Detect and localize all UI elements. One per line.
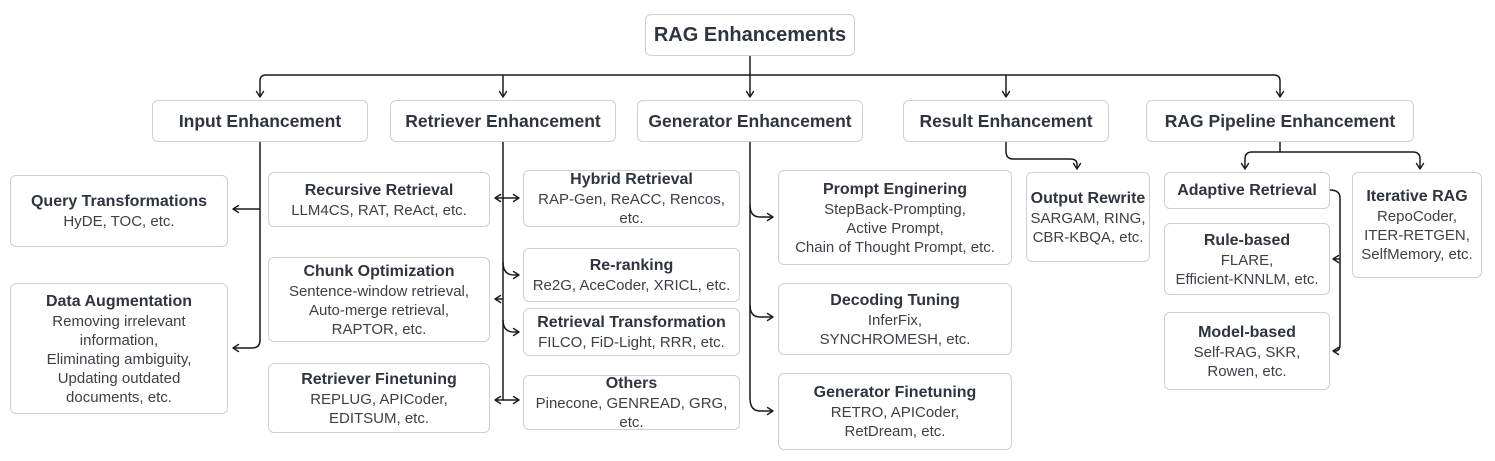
node-title: Retriever Enhancement (405, 111, 601, 131)
node-decoding-tuning: Decoding Tuning InferFix, SYNCHROMESH, e… (778, 283, 1012, 355)
pipeline-fan-line (1240, 151, 1425, 170)
node-title: Hybrid Retrieval (570, 171, 693, 188)
node-rule-based: Rule-based FLARE, Efficient-KNNLM, etc. (1164, 223, 1330, 295)
node-items: Self-RAG, SKR, Rowen, etc. (1193, 343, 1301, 380)
node-generator-finetuning: Generator Finetuning RETRO, APICoder, Re… (778, 373, 1012, 450)
input-trunk-line (232, 142, 261, 353)
node-title: RAG Pipeline Enhancement (1164, 111, 1396, 131)
node-title: Chunk Optimization (303, 262, 455, 280)
node-items: RAP-Gen, ReACC, Rencos, etc. (538, 191, 725, 227)
node-title: Model-based (1198, 323, 1296, 341)
node-prompt-engineering: Prompt Enginering StepBack-Prompting, Ac… (778, 170, 1012, 265)
node-retrieval-transformation: Retrieval Transformation FILCO, FiD-Ligh… (523, 308, 740, 356)
arrow-to-prompt-engineering (749, 204, 774, 222)
node-others: Others Pinecone, GENREAD, GRG, etc. (523, 375, 740, 431)
arrow-to-model-based (1329, 189, 1341, 356)
arrow-to-generator-finetuning (749, 397, 774, 416)
node-items: FLARE, Efficient-KNNLM, etc. (1175, 251, 1319, 288)
arrow-to-decoding-tuning (749, 304, 774, 322)
node-title: Decoding Tuning (830, 291, 960, 309)
node-title: Re-ranking (589, 257, 674, 274)
root-fan-line (255, 74, 1285, 98)
arrow-to-retrieval-transformation (502, 319, 520, 337)
node-title: Query Transformations (30, 193, 208, 210)
node-hybrid-retrieval: Hybrid Retrieval RAP-Gen, ReACC, Rencos,… (523, 170, 740, 227)
node-query-transformations: Query Transformations HyDE, TOC, etc. (10, 175, 228, 247)
node-adaptive-retrieval: Adaptive Retrieval (1164, 172, 1330, 209)
node-generator-enhancement: Generator Enhancement (637, 100, 863, 142)
node-model-based: Model-based Self-RAG, SKR, Rowen, etc. (1164, 312, 1330, 390)
node-re-ranking: Re-ranking Re2G, AceCoder, XRICL, etc. (523, 248, 740, 302)
node-items: RepoCoder, ITER-RETGEN, SelfMemory, etc. (1361, 208, 1473, 263)
node-items: Sentence-window retrieval, Auto-merge re… (288, 282, 470, 338)
node-retriever-enhancement: Retriever Enhancement (390, 100, 616, 142)
node-items: REPLUG, APICoder, EDITSUM, etc. (310, 390, 448, 427)
node-items: HyDE, TOC, etc. (63, 213, 175, 230)
node-title: Output Rewrite (1030, 189, 1146, 207)
node-recursive-retrieval: Recursive Retrieval LLM4CS, RAT, ReAct, … (268, 172, 490, 227)
node-title: Input Enhancement (178, 111, 342, 131)
node-retriever-finetuning: Retriever Finetuning REPLUG, APICoder, E… (268, 363, 490, 433)
node-items: FILCO, FiD-Light, RRR, etc. (538, 334, 725, 351)
node-title: Others (605, 375, 658, 392)
node-title: Generator Finetuning (813, 384, 977, 401)
node-data-augmentation: Data Augmentation Removing irrelevant in… (10, 283, 228, 414)
node-output-rewrite: Output Rewrite SARGAM, RING, CBR-KBQA, e… (1026, 172, 1150, 262)
node-items: Removing irrelevant information, Elimina… (46, 312, 192, 406)
node-items: Re2G, AceCoder, XRICL, etc. (532, 277, 731, 294)
node-title: Retriever Finetuning (301, 370, 457, 388)
node-title: Generator Enhancement (648, 111, 852, 131)
arrow-to-output-rewrite (1005, 142, 1082, 170)
node-rag-pipeline-enhancement: RAG Pipeline Enhancement (1146, 100, 1414, 142)
node-items: InferFix, SYNCHROMESH, etc. (819, 311, 971, 348)
node-title: Retrieval Transformation (537, 314, 726, 331)
node-iterative-rag: Iterative RAG RepoCoder, ITER-RETGEN, Se… (1352, 172, 1482, 278)
node-items: Pinecone, GENREAD, GRG, etc. (535, 395, 728, 431)
node-title: Prompt Enginering (823, 180, 967, 198)
node-title: Recursive Retrieval (304, 181, 454, 199)
node-rag-enhancements: RAG Enhancements (645, 14, 855, 56)
node-title: Iterative RAG (1366, 188, 1468, 205)
node-result-enhancement: Result Enhancement (903, 100, 1109, 142)
node-items: LLM4CS, RAT, ReAct, etc. (291, 201, 467, 219)
node-title: Adaptive Retrieval (1177, 182, 1317, 199)
node-title: Result Enhancement (919, 111, 1093, 131)
node-items: StepBack-Prompting, Active Prompt, Chain… (795, 200, 995, 256)
node-items: RETRO, APICoder, RetDream, etc. (830, 404, 960, 440)
arrow-to-re-ranking (502, 261, 520, 280)
node-chunk-optimization: Chunk Optimization Sentence-window retri… (268, 257, 490, 342)
node-title: Data Augmentation (45, 292, 193, 310)
node-title: Rule-based (1203, 231, 1291, 249)
node-input-enhancement: Input Enhancement (152, 100, 368, 142)
node-items: SARGAM, RING, CBR-KBQA, etc. (1030, 209, 1146, 246)
node-title: RAG Enhancements (653, 24, 847, 46)
